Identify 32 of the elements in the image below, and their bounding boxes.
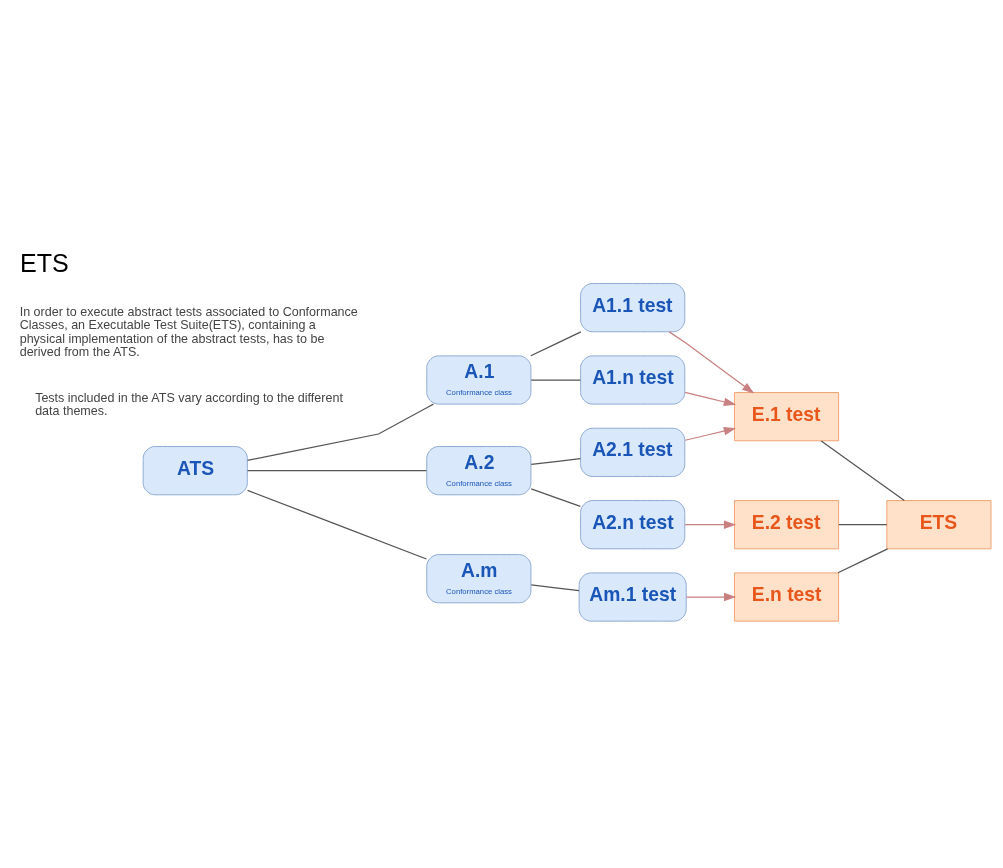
connector <box>246 489 428 560</box>
connector <box>530 378 581 381</box>
node-box: A.1 Conformance class <box>426 354 532 405</box>
node-box: A1.n test <box>580 354 686 405</box>
node-box: Am.1 test <box>578 571 687 622</box>
node-box: A.m Conformance class <box>426 553 532 603</box>
node-box: A2.n test <box>580 499 686 549</box>
connector <box>530 330 582 356</box>
node-box: E.1 test <box>733 391 840 441</box>
connector <box>838 523 888 525</box>
arrow <box>684 519 737 529</box>
connector <box>246 469 428 471</box>
connector <box>530 457 581 465</box>
label: In order to execute abstract tests associated to Conformance Classes, an Executable Test Suite(ETS), containing a physical implementation of the abstract tests, has to be derived from the ATS. <box>19 304 358 359</box>
node-box: A1.1 test <box>580 282 686 332</box>
diagram-title: ETS <box>19 248 69 277</box>
connector <box>837 547 889 573</box>
label: Tests included in the ATS vary according to the different data themes. <box>35 390 343 418</box>
connector <box>246 403 435 461</box>
arrow <box>685 592 737 601</box>
node-box: E.2 test <box>733 499 840 549</box>
node-box: ATS <box>142 445 248 495</box>
connector <box>820 439 905 501</box>
node-box: E.n test <box>733 571 840 622</box>
arrow <box>684 426 736 441</box>
connector <box>530 487 581 507</box>
node-box: ETS <box>886 499 992 549</box>
arrow <box>668 330 755 394</box>
arrow <box>684 391 736 406</box>
connector <box>530 583 580 591</box>
node-box: A2.1 test <box>580 427 686 477</box>
node-box: A.2 Conformance class <box>426 445 532 495</box>
